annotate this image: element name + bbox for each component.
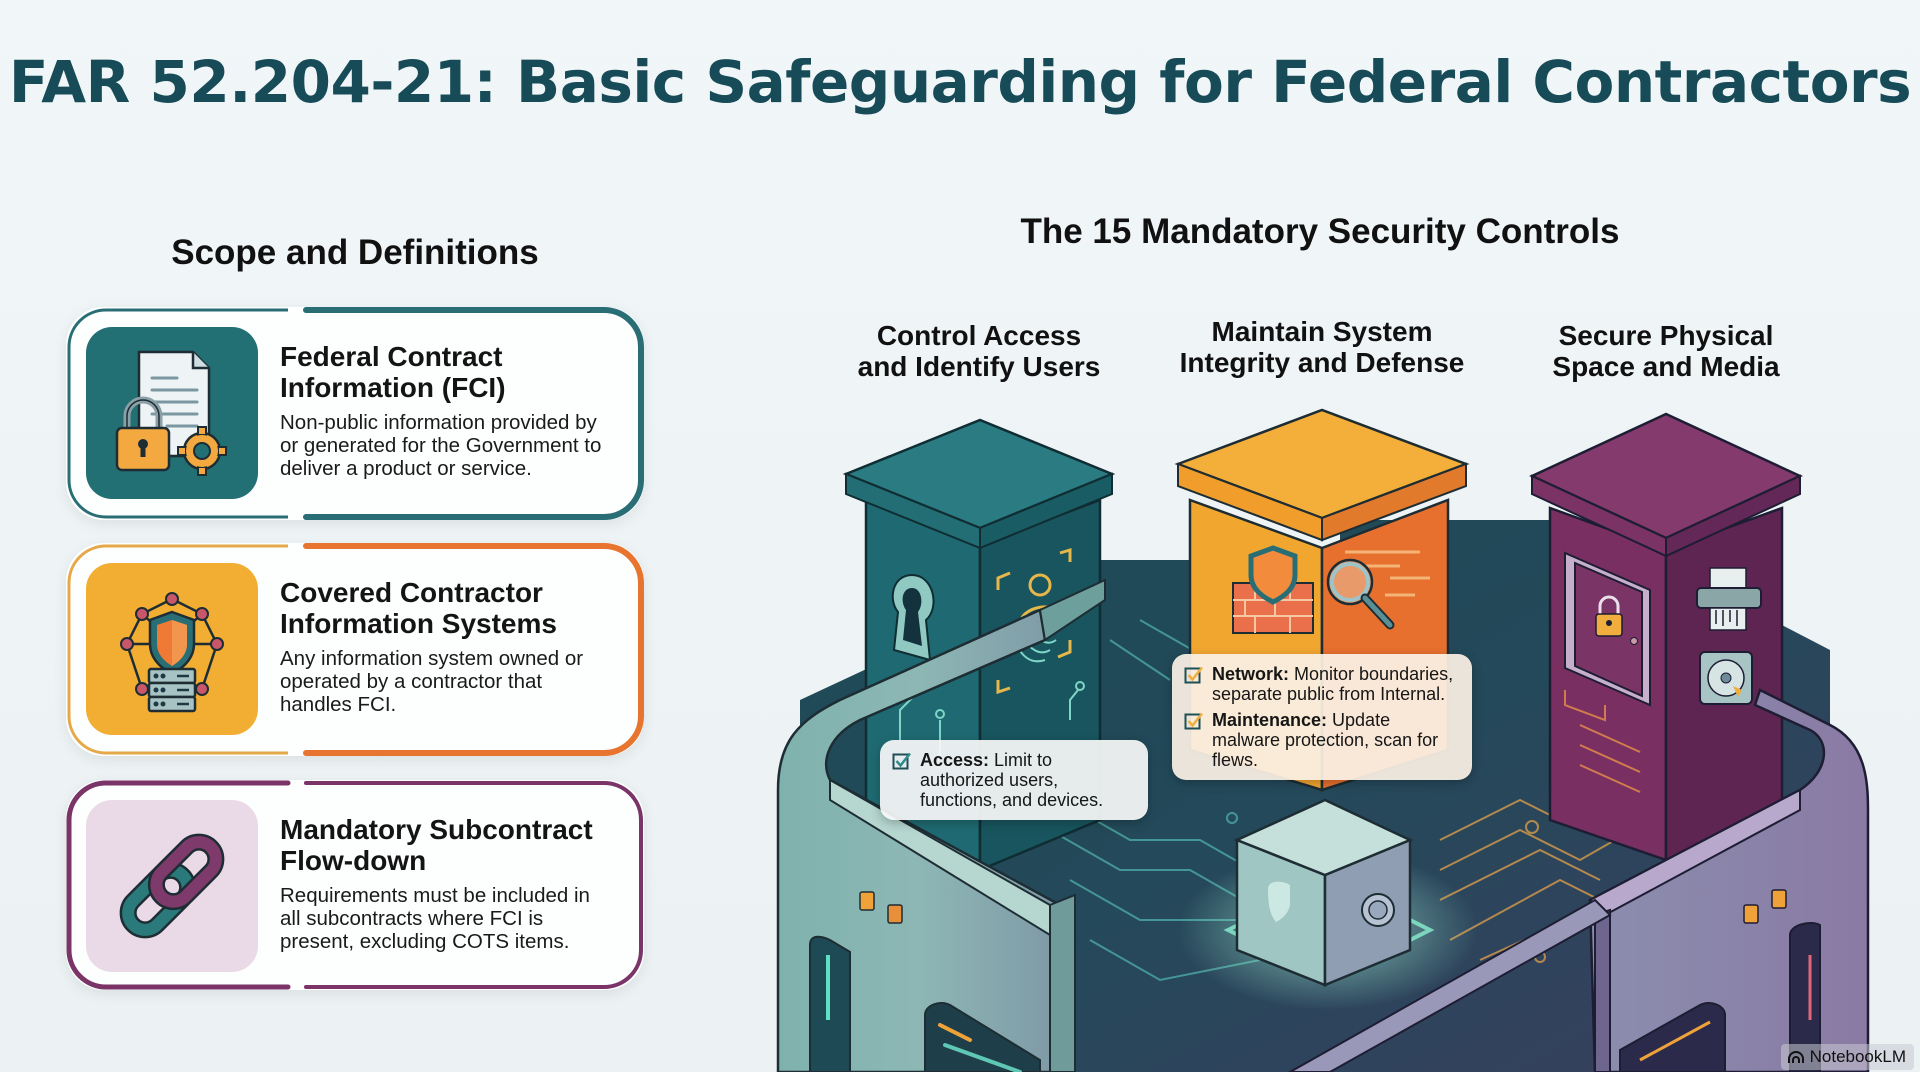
platform-walls	[776, 578, 1870, 1072]
hard-drive-icon	[1699, 651, 1753, 705]
pillar-heading-line2: Space and Media	[1552, 351, 1780, 382]
definition-card-flowdown: Mandatory Subcontract Flow-down Requirem…	[66, 780, 644, 990]
controls-heading: The 15 Mandatory Security Controls	[1020, 212, 1620, 251]
definition-card-fci: Federal Contract Information (FCI) Non-p…	[66, 307, 644, 520]
magnifier-scan-icon	[1326, 550, 1430, 630]
chain-link-icon	[86, 800, 258, 972]
card-title-line1: Mandatory Subcontract	[280, 814, 593, 845]
vault-safe-icon	[1233, 798, 1414, 987]
notebooklm-logo-icon	[1787, 1051, 1804, 1063]
scope-heading: Scope and Definitions	[171, 233, 539, 272]
pillar-heading-line1: Secure Physical	[1558, 320, 1774, 351]
callout-system-integrity: Network: Monitor boundaries, separate pu…	[1172, 654, 1472, 780]
callout-label: Network:	[1212, 664, 1290, 684]
checkbox-checked-icon	[1184, 712, 1203, 730]
card-title-line2: Information (FCI)	[280, 372, 506, 403]
network-shield-server-icon	[86, 563, 258, 735]
checkbox-checked-icon	[1184, 666, 1203, 684]
keyhole-icon	[891, 573, 935, 662]
checkbox-checked-icon	[892, 752, 911, 770]
card-title-line1: Covered Contractor	[280, 577, 543, 608]
card-title-line2: Flow-down	[280, 845, 427, 876]
pillar-heading-line2: Integrity and Defense	[1179, 347, 1465, 378]
shredder-icon	[1696, 567, 1762, 631]
locked-door-icon	[1564, 551, 1651, 707]
watermark-label: NotebookLM	[1809, 1047, 1906, 1066]
callout-text: Update malware protection, scan for flew…	[1212, 710, 1439, 770]
card-description: Requirements must be included in all sub…	[280, 884, 590, 953]
page-title: FAR 52.204-21: Basic Safeguarding for Fe…	[8, 48, 1912, 116]
card-description: Any information system owned or operated…	[280, 647, 584, 716]
pillar-heading-integrity: Maintain System Integrity and Defense	[1152, 316, 1492, 378]
callout-access: Access: Limit to authorized users, funct…	[880, 740, 1148, 820]
callout-text: Limit to authorized users, functions, an…	[920, 750, 1104, 810]
pillar-heading-physical: Secure Physical Space and Media	[1496, 320, 1836, 382]
callout-text: Monitor boundaries, separate public from…	[1212, 664, 1454, 704]
card-title-line1: Federal Contract	[280, 341, 503, 372]
document-lock-gear-icon	[86, 327, 258, 499]
pillar-heading-line1: Control Access	[876, 320, 1082, 351]
card-title-line2: Information Systems	[280, 608, 557, 639]
pillar-heading-line1: Maintain System	[1211, 316, 1433, 347]
callout-label: Access:	[920, 750, 990, 770]
notebooklm-watermark: NotebookLM	[1780, 1044, 1914, 1070]
pillar-physical	[1529, 412, 1803, 862]
callout-label: Maintenance:	[1212, 710, 1328, 730]
card-description: Non-public information provided by or ge…	[280, 411, 602, 480]
pillar-heading-access: Control Access and Identify Users	[809, 320, 1149, 382]
firewall-shield-icon	[1232, 545, 1314, 634]
pillar-heading-line2: and Identify Users	[857, 351, 1101, 382]
